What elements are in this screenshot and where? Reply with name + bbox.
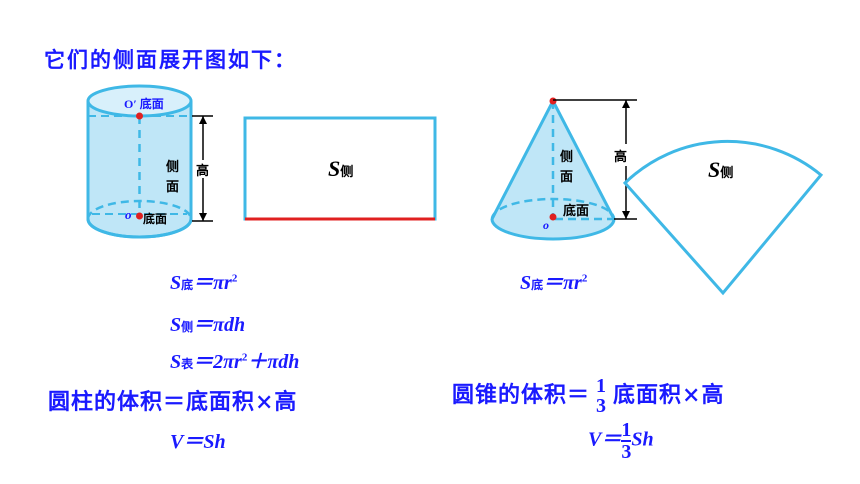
cone-side-char-2: 面	[560, 170, 574, 185]
side-sector	[622, 139, 824, 296]
cone-net	[622, 139, 824, 296]
cylinder-side-char-2: 面	[166, 180, 180, 195]
cylinder-volume-text: 圆柱的体积＝底面积×高	[48, 389, 298, 415]
cylinder-bottom-point-label: o	[125, 207, 132, 222]
cone-height-label: 高	[614, 150, 628, 165]
cone	[490, 97, 637, 241]
cylinder-surface-area-formula: S表＝2πr2＋πdh	[170, 351, 300, 373]
sector-area-label: S侧	[708, 157, 734, 182]
cylinder-side-area-formula: S侧＝πdh	[170, 314, 246, 336]
cone-base-front	[490, 218, 616, 241]
cone-base-center-point	[549, 213, 557, 221]
cylinder-top-center-point	[136, 112, 143, 120]
cylinder-height-label: 高	[196, 164, 210, 179]
cylinder-base-area-formula: S底＝πr2	[170, 272, 238, 294]
cone-apex-point	[549, 97, 557, 105]
cone-bottom-point-label: o	[543, 218, 549, 232]
cylinder-volume-formula: V＝Sh	[170, 431, 226, 453]
cylinder-net	[243, 116, 437, 221]
cylinder-bottom-label: 底面	[143, 212, 168, 226]
rectangle-area-label: S侧	[328, 156, 354, 181]
cone-right-slant	[551, 100, 616, 220]
cone-base-label: 底面	[563, 204, 590, 219]
cylinder	[86, 84, 213, 239]
side-rectangle	[243, 116, 437, 221]
cylinder-top-label: O′ 底面	[124, 97, 164, 111]
cone-body	[492, 101, 614, 239]
cone-base-area-formula: S底＝πr2	[520, 272, 588, 294]
cylinder-bottom-center-point	[136, 212, 143, 220]
cone-left-slant	[490, 100, 555, 220]
cone-side-char-1: 侧	[560, 150, 574, 165]
cylinder-side-char-1: 侧	[166, 160, 180, 175]
heading: 它们的侧面展开图如下：	[44, 47, 297, 72]
